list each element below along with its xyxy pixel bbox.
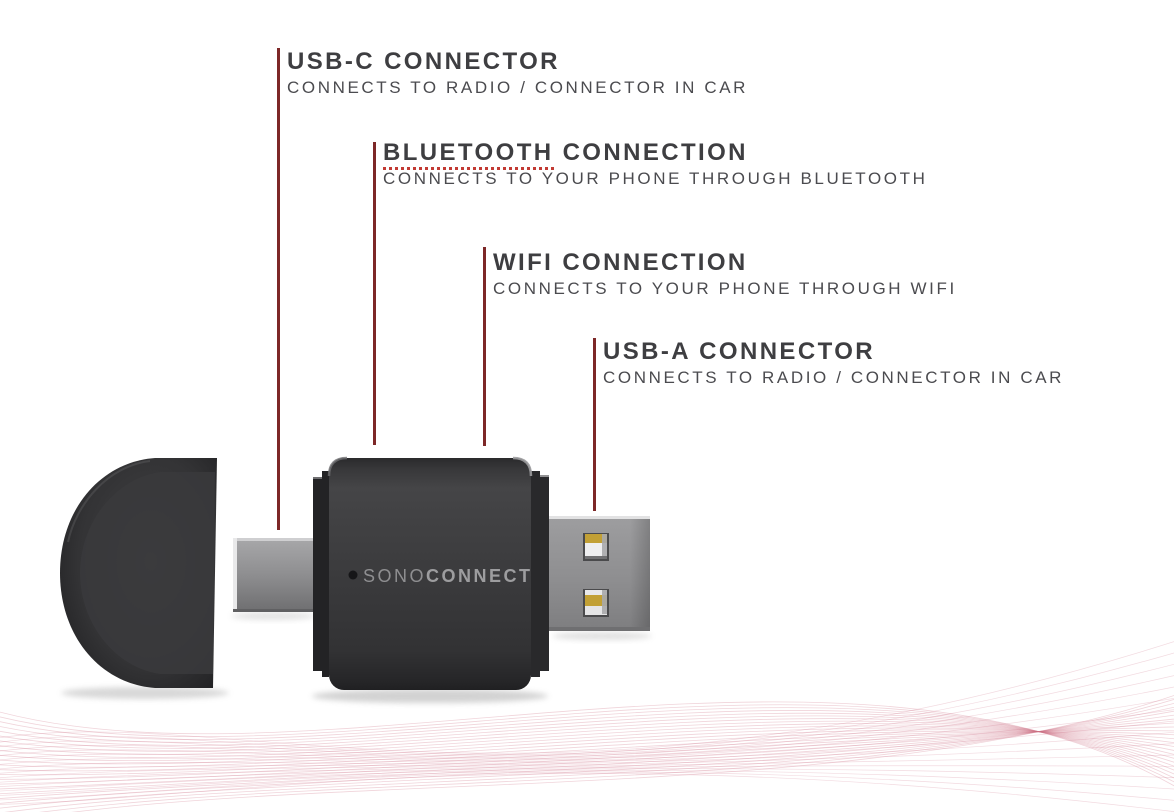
underlined-word: BLUETOOTH [383,139,554,170]
wave-line [0,652,1174,755]
wave-line [0,765,1174,787]
callout-description: CONNECTS TO RADIO / CONNECTOR IN CAR [287,78,749,97]
wave-line [0,723,1174,758]
brand-label: SONOCONNECT [363,566,533,586]
wave-line [0,718,1174,795]
callout-title: USB-A CONNECTOR [603,338,876,365]
wave-line [0,731,1174,776]
callout-line-usb-c [277,48,280,530]
wave-line [0,773,1174,812]
wave-line [0,706,1174,809]
wave-line [0,730,1174,772]
wave-line [0,712,1174,771]
title-remainder: CONNECTION [553,139,748,166]
callout-title: WIFI CONNECTION [493,249,748,276]
cap-shadow [61,687,229,699]
body-shadow [312,689,548,703]
device-cap [60,458,217,688]
usb-c-plug [233,538,313,612]
wave-line [0,731,1174,774]
wave-line [0,727,1174,765]
callout-title: BLUETOOTH CONNECTION [383,139,928,170]
callout-line-usb-a [593,338,596,511]
wave-line [0,709,1174,765]
wave-line [0,720,1174,770]
decorative-wave-pattern [0,641,1174,812]
callout-description: CONNECTS TO RADIO / CONNECTOR IN CAR [603,368,1065,387]
brand-suffix: CONNECT [426,566,533,586]
wave-line [0,720,1174,759]
wave-line [0,768,1174,792]
wave-line [0,710,1174,804]
wave-line [0,771,1174,801]
wave-line [0,770,1174,796]
device-body: SONOCONNECT [313,456,549,690]
wave-line [4,702,1174,812]
usb-a-contact-top [583,533,609,561]
wave-line [0,710,1174,775]
led-hole [348,570,358,580]
wave-line [0,697,1174,761]
wave-line [70,694,1174,812]
sonoconnect-adapter-illustration: SONOCONNECT [60,456,652,703]
wave-line [0,722,1174,790]
usb-a-plug [549,516,650,631]
wave-line [0,663,1174,757]
callout-usb-a: USB-A CONNECTOR CONNECTS TO RADIO / CONN… [603,338,1065,387]
callout-line-bluetooth [373,142,376,445]
wave-line [0,718,1174,763]
callout-description: CONNECTS TO YOUR PHONE THROUGH BLUETOOTH [383,169,928,188]
wave-line [0,704,1174,783]
wave-line [0,701,1174,787]
callout-wifi: WIFI CONNECTION CONNECTS TO YOUR PHONE T… [493,249,957,298]
usb-c-shadow [231,612,315,620]
wave-line [0,730,1174,780]
wave-line [0,754,1174,783]
wave-line [0,726,1174,785]
callout-title: USB-C CONNECTOR [287,48,560,75]
wave-line [39,698,1174,812]
wave-line [0,675,1174,758]
callout-description: CONNECTS TO YOUR PHONE THROUGH WIFI [493,279,957,298]
callout-usb-c: USB-C CONNECTOR CONNECTS TO RADIO / CONN… [287,48,749,97]
wave-line [0,707,1174,779]
callout-line-wifi [483,247,486,446]
wave-line [0,743,1174,779]
wave-line [0,641,1174,754]
wave-line [0,714,1174,799]
wave-line [0,686,1174,760]
wave-line [0,725,1174,762]
wave-line [0,715,1174,767]
usb-a-contact-bottom [583,589,609,617]
brand-prefix: SONO [363,566,426,586]
callout-bluetooth: BLUETOOTH CONNECTION CONNECTS TO YOUR PH… [383,139,928,188]
wave-line [0,729,1174,768]
usb-a-shadow [552,632,652,640]
